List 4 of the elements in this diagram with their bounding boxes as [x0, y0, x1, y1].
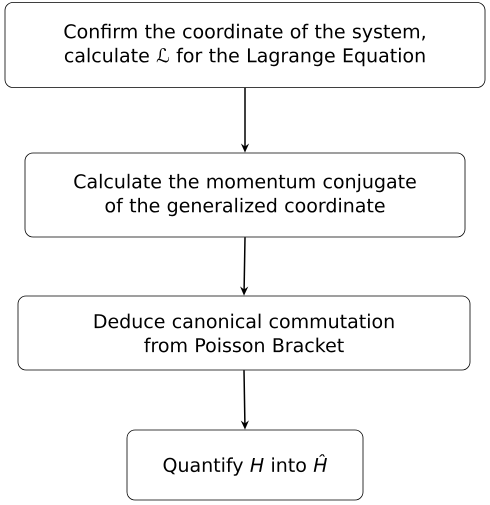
process-box: Deduce canonical commutation from Poisson Bracket — [18, 296, 470, 370]
process-box: Confirm the coordinate of the system, calculate ℒ for the Lagrange Equation — [4, 2, 486, 88]
process-box: Quantify H into Ĥ — [126, 430, 364, 500]
process-box: Calculate the momentum conjugate of the generalized coordinate — [24, 152, 466, 238]
